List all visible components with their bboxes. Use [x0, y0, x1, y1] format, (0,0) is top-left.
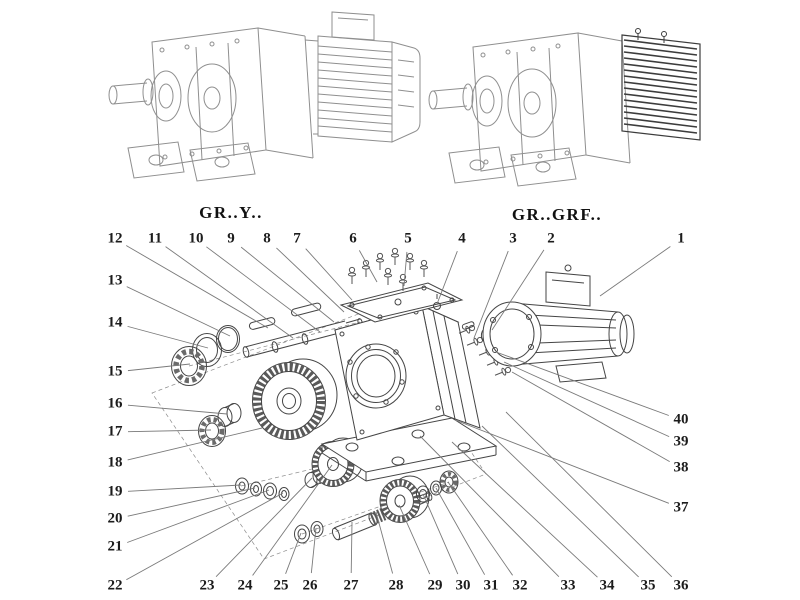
variant-label-gr-grf: GR..GRF.. — [511, 205, 603, 224]
callout-number-9: 9 — [227, 230, 235, 247]
callout-number-13: 13 — [107, 272, 123, 289]
washers-19-22 — [235, 477, 290, 501]
retaining-ring-13 — [216, 325, 240, 353]
exploded-view — [151, 247, 635, 560]
finned-cover — [621, 28, 701, 141]
bearing-17 — [198, 415, 226, 447]
overview-drawing-gr-grf — [428, 28, 701, 187]
callout-number-3: 3 — [509, 230, 517, 247]
callout-number-15: 15 — [107, 363, 123, 380]
callout-number-11: 11 — [147, 230, 163, 247]
callout-number-29: 29 — [427, 577, 443, 594]
shaft-keys — [248, 302, 322, 330]
callout-number-36: 36 — [673, 577, 689, 594]
callout-number-12: 12 — [107, 230, 123, 247]
callout-number-38: 38 — [673, 459, 689, 476]
callout-number-40: 40 — [673, 411, 689, 428]
callout-number-19: 19 — [107, 483, 123, 500]
callout-number-30: 30 — [455, 577, 471, 594]
callout-number-37: 37 — [673, 499, 689, 516]
callout-number-31: 31 — [483, 577, 499, 594]
callout-number-28: 28 — [388, 577, 404, 594]
callout-number-39: 39 — [673, 433, 689, 450]
motor-assembly — [480, 264, 635, 383]
variant-label-gr-y: GR..Y.. — [199, 203, 263, 222]
callout-number-32: 32 — [512, 577, 528, 594]
callout-number-8: 8 — [263, 230, 271, 247]
callout-number-33: 33 — [560, 577, 576, 594]
callout-number-2: 2 — [547, 230, 555, 247]
callout-number-5: 5 — [404, 230, 412, 247]
callout-number-24: 24 — [237, 577, 253, 594]
cover-bolts — [347, 247, 429, 292]
overview-drawing-gr-y — [108, 11, 421, 182]
callout-number-23: 23 — [199, 577, 215, 594]
callout-number-35: 35 — [640, 577, 656, 594]
callout-number-27: 27 — [343, 577, 359, 594]
washers-25-26 — [294, 521, 324, 544]
callout-number-26: 26 — [302, 577, 318, 594]
driven-gear-29 — [379, 475, 430, 523]
callout-number-16: 16 — [107, 395, 123, 412]
callout-number-34: 34 — [599, 577, 615, 594]
callout-number-17: 17 — [107, 423, 123, 440]
callout-number-25: 25 — [273, 577, 289, 594]
callout-number-6: 6 — [349, 230, 357, 247]
callout-number-21: 21 — [107, 538, 123, 555]
output-shaft — [242, 318, 363, 358]
callout-number-22: 22 — [107, 577, 123, 594]
housing-body — [333, 305, 481, 441]
callout-number-18: 18 — [107, 454, 123, 471]
callout-number-4: 4 — [458, 230, 466, 247]
callout-number-1: 1 — [677, 230, 685, 247]
callout-number-7: 7 — [293, 230, 301, 247]
callout-number-20: 20 — [107, 510, 123, 527]
output-gear-large — [252, 358, 338, 440]
callout-number-10: 10 — [188, 230, 204, 247]
callout-number-14: 14 — [107, 314, 123, 331]
